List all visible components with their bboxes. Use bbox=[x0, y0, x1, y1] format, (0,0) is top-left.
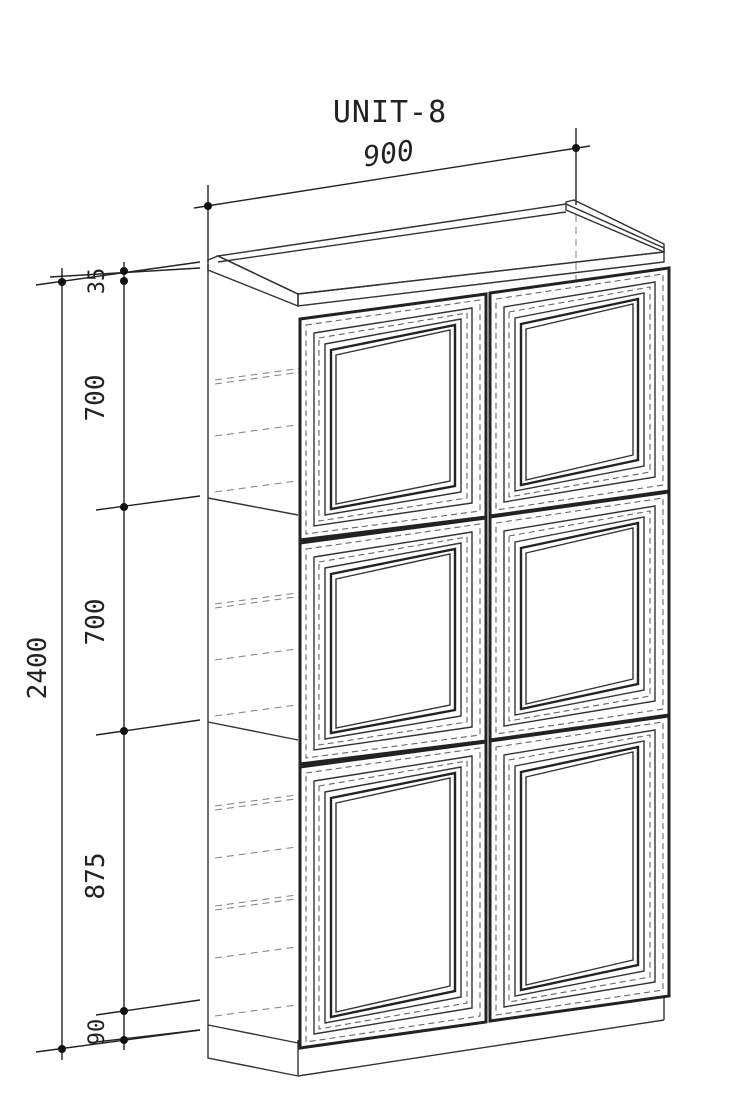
plinth-height-label: 90 bbox=[85, 1019, 110, 1046]
door-lower-left[interactable] bbox=[298, 740, 488, 1050]
top-thickness-label: 35 bbox=[85, 268, 110, 295]
door-middle-left-edge-profile bbox=[305, 523, 481, 759]
width-dimension-label: 900 bbox=[361, 134, 416, 174]
door-middle-left-glass-edge bbox=[335, 553, 451, 729]
door-lower-right-edge-profile bbox=[495, 721, 664, 1016]
door-middle-right-edge-profile bbox=[495, 497, 664, 735]
door-middle-left[interactable] bbox=[298, 516, 488, 766]
height-dimension-chain bbox=[35, 261, 201, 1060]
door-upper-right-glass-panel bbox=[519, 297, 640, 487]
door-lower-right-rail-outer bbox=[503, 729, 656, 1008]
door-upper-right-glass-edge bbox=[525, 303, 634, 481]
door-lower-left-rail-inner bbox=[324, 766, 462, 1024]
door-lower-right-rail-inner bbox=[514, 740, 645, 997]
door-middle-right-glass-panel bbox=[519, 521, 640, 711]
door-upper-right-molding bbox=[508, 286, 651, 498]
cabinet-side-panel bbox=[207, 264, 665, 1077]
cabinet-top-board bbox=[207, 199, 665, 308]
door-middle-left-molding bbox=[318, 536, 468, 746]
door-upper-right-rail-inner bbox=[514, 292, 645, 492]
door-upper-left-rail-inner bbox=[324, 318, 462, 516]
door-middle-right-rail-outer bbox=[503, 505, 656, 727]
door-lower-left-frame bbox=[298, 740, 488, 1050]
door-lower-left-rail-outer bbox=[313, 755, 473, 1035]
door-middle-right[interactable] bbox=[488, 490, 671, 742]
unit-title: UNIT-8 bbox=[333, 95, 447, 130]
door-middle-right-molding bbox=[508, 510, 651, 722]
door-lower-right-glass-edge bbox=[525, 751, 634, 986]
door-lower-left-glass-panel bbox=[329, 771, 457, 1019]
door-upper-right[interactable] bbox=[488, 266, 671, 518]
door-lower-right[interactable] bbox=[488, 714, 671, 1023]
door-upper-left[interactable] bbox=[298, 292, 488, 542]
middle-section-height-label: 700 bbox=[81, 599, 111, 646]
door-lower-left-molding bbox=[318, 760, 468, 1030]
door-lower-right-glass-panel bbox=[519, 745, 640, 992]
door-lower-left-glass-edge bbox=[335, 777, 451, 1013]
door-lower-right-molding bbox=[508, 734, 651, 1003]
total-height-label: 2400 bbox=[23, 637, 53, 700]
door-upper-right-rail-outer bbox=[503, 281, 656, 503]
door-lower-left-edge-profile bbox=[305, 747, 481, 1043]
cabinet-doors bbox=[298, 266, 671, 1050]
lower-section-height-label: 875 bbox=[81, 853, 111, 900]
door-upper-left-glass-panel bbox=[329, 323, 457, 511]
door-middle-left-glass-panel bbox=[329, 547, 457, 735]
upper-section-height-label: 700 bbox=[81, 375, 111, 422]
door-middle-left-rail-inner bbox=[324, 542, 462, 740]
width-dimension-line bbox=[193, 128, 591, 262]
door-middle-right-rail-inner bbox=[514, 516, 645, 716]
door-upper-left-rail-outer bbox=[313, 307, 473, 527]
door-middle-right-glass-edge bbox=[525, 527, 634, 705]
door-upper-left-molding bbox=[318, 312, 468, 522]
door-lower-right-frame bbox=[488, 714, 671, 1023]
door-middle-left-rail-outer bbox=[313, 531, 473, 751]
door-upper-left-glass-edge bbox=[335, 329, 451, 505]
door-upper-right-edge-profile bbox=[495, 273, 664, 511]
door-upper-left-edge-profile bbox=[305, 299, 481, 535]
